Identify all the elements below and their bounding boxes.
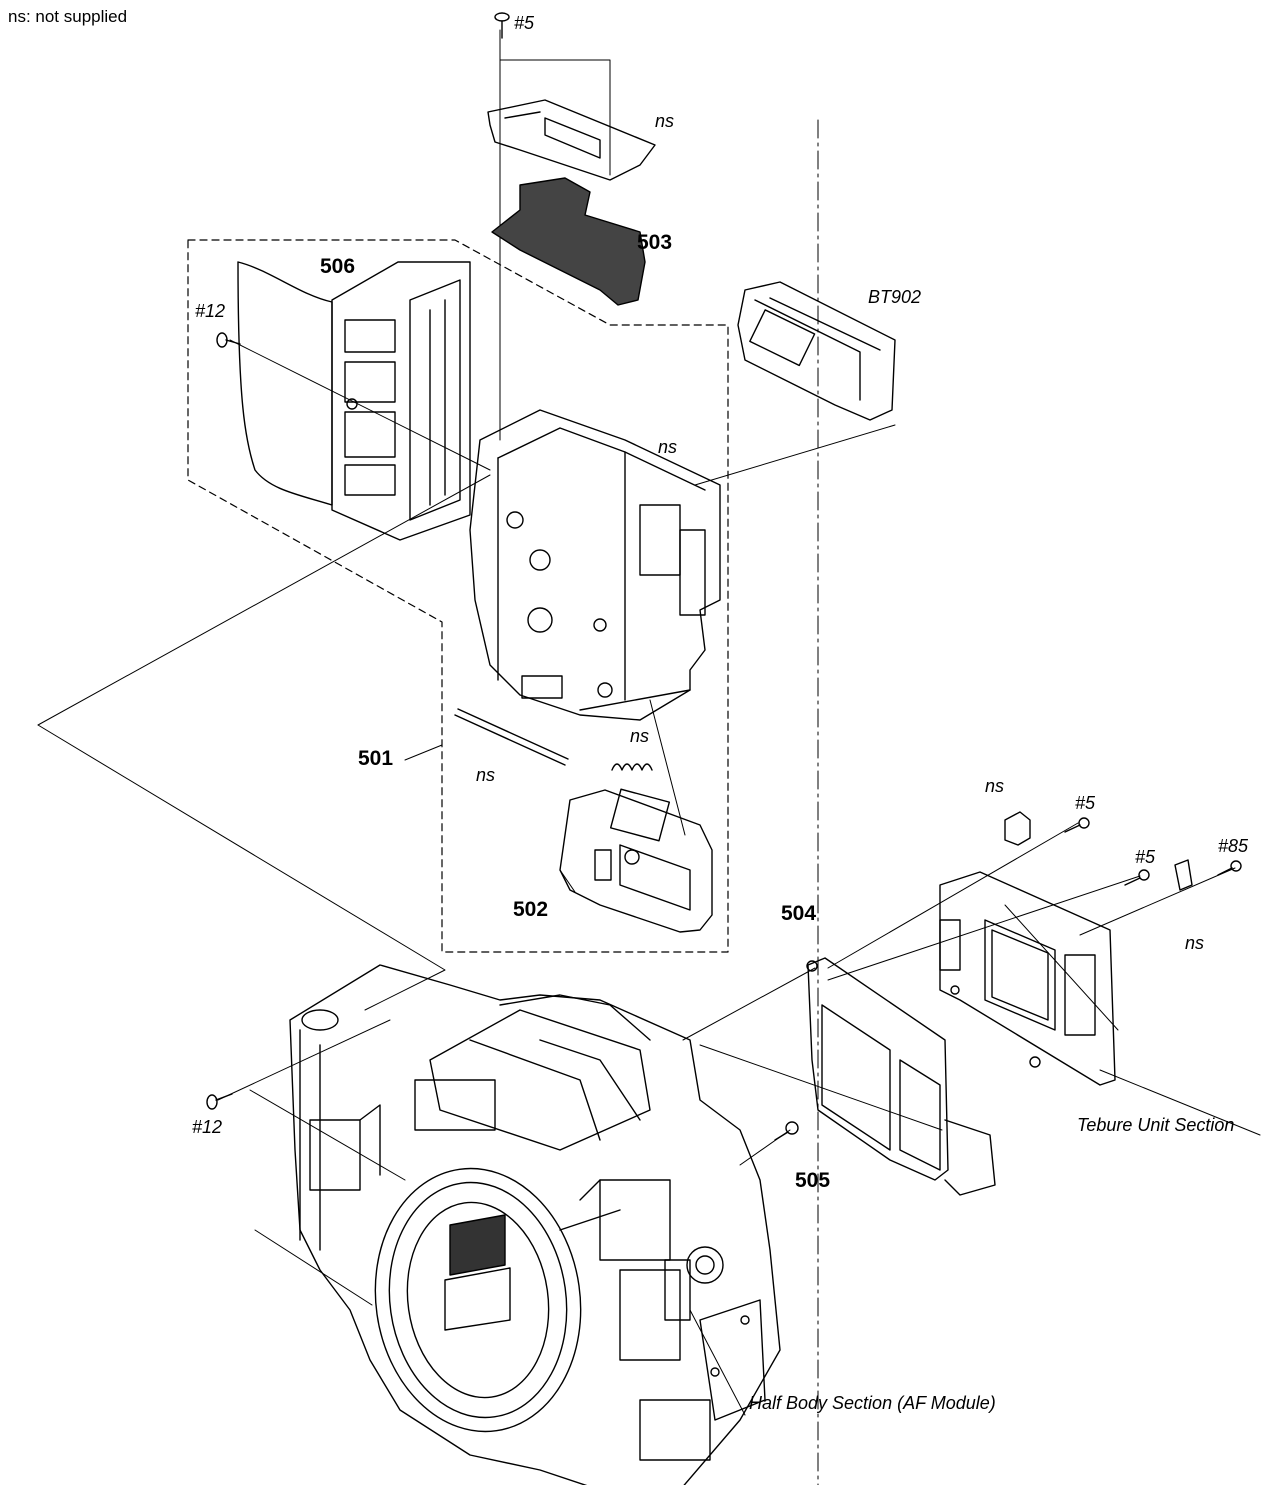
bracket-ns-right-top	[1004, 811, 1031, 846]
label-ns-top-plate: ns	[655, 111, 675, 131]
flex-circuit-503	[491, 177, 646, 306]
label-part-505: 505	[795, 1169, 831, 1192]
shutter-unit-504	[806, 957, 996, 1196]
camera-body	[289, 964, 781, 1485]
label-ns-right: ns	[1185, 933, 1205, 953]
side-frame-506	[237, 261, 471, 541]
label-part-502: 502	[513, 898, 549, 921]
battery-door-502	[559, 788, 713, 933]
label-part-504: 504	[781, 902, 817, 925]
battery-holder-bt902	[737, 281, 896, 421]
guide-rod	[454, 708, 569, 766]
screw-12-upper	[216, 332, 241, 348]
tebure-unit	[939, 871, 1116, 1086]
label-screw-12-upper: #12	[195, 301, 226, 321]
label-bt902: BT902	[868, 287, 922, 307]
label-screw-85: #85	[1218, 836, 1249, 856]
legend-note: ns: not supplied	[8, 7, 128, 26]
label-screw-12-lower: #12	[192, 1117, 223, 1137]
screw-12-lower	[206, 1093, 233, 1110]
bracket-ns-right	[1174, 859, 1193, 891]
label-ns-spring: ns	[630, 726, 650, 746]
label-ns-chassis: ns	[658, 437, 678, 457]
label-tebure-unit-section: Tebure Unit Section	[1077, 1115, 1235, 1135]
top-mounting-plate	[487, 99, 656, 181]
dashed-assembly-outline-501	[187, 239, 729, 953]
label-part-506: 506	[320, 255, 356, 278]
screw-5-right-a	[1064, 817, 1090, 833]
screw-5-top	[494, 12, 510, 39]
label-ns-bracket: ns	[985, 776, 1005, 796]
label-screw-5-right-b: #5	[1135, 847, 1156, 867]
label-half-body-section: Half Body Section (AF Module)	[749, 1393, 996, 1413]
label-ns-rod: ns	[476, 765, 496, 785]
label-screw-5-right-a: #5	[1075, 793, 1096, 813]
screw-5-right-b	[1124, 869, 1150, 886]
label-part-501: 501	[358, 747, 394, 770]
label-part-503: 503	[637, 231, 673, 254]
central-chassis	[469, 409, 721, 721]
label-screw-5-top: #5	[514, 13, 535, 33]
leader-lines	[37, 29, 1261, 1416]
spring	[611, 763, 653, 771]
screw-85	[1217, 860, 1242, 876]
screw-505	[774, 1121, 799, 1141]
